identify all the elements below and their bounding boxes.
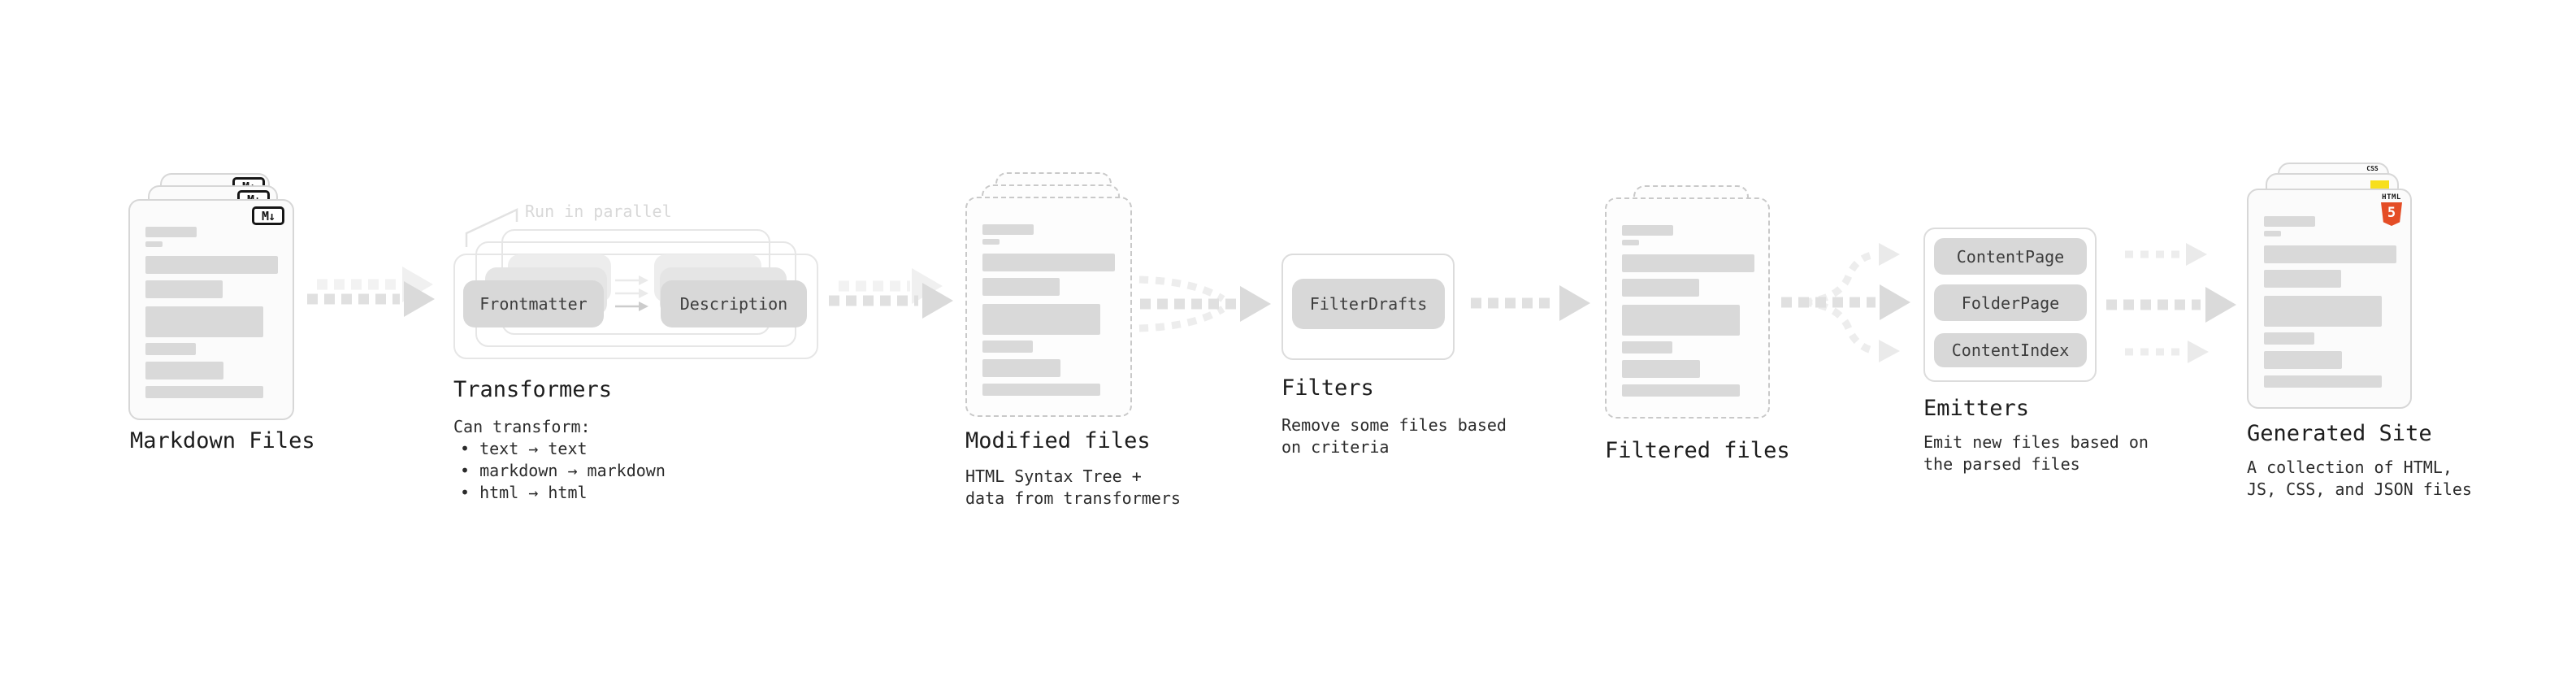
transformers-bullet-2: • markdown → markdown xyxy=(460,461,666,480)
modified-files-desc: HTML Syntax Tree + data from transformer… xyxy=(965,466,1181,508)
run-in-parallel-note: Run in parallel xyxy=(525,202,672,221)
html5-shield: 5 xyxy=(2381,202,2402,226)
arrow-modified-to-filters-merge xyxy=(1138,275,1271,332)
frontmatter-box: Frontmatter xyxy=(463,280,604,327)
contentpage-box: ContentPage xyxy=(1934,238,2087,275)
transformers-bullet-3: • html → html xyxy=(460,483,588,502)
arrows-emitters-to-generated xyxy=(2106,243,2236,363)
transformers-title: Transformers xyxy=(453,377,613,402)
transformers-frame-front xyxy=(453,254,818,359)
filters-title: Filters xyxy=(1281,375,1374,401)
description-label: Description xyxy=(679,294,788,314)
filterdrafts-label: FilterDrafts xyxy=(1309,294,1428,314)
run-in-parallel-connector xyxy=(465,208,518,247)
contentindex-box: ContentIndex xyxy=(1934,333,2087,367)
arrow-transformers-to-modified xyxy=(829,268,953,319)
transformers-desc-heading: Can transform: xyxy=(453,417,591,436)
html5-label: HTML xyxy=(2382,193,2401,202)
generated-card-html: HTML 5 xyxy=(2247,189,2412,409)
emitters-desc: Emit new files based on the parsed files xyxy=(1923,432,2149,474)
modified-files-title: Modified files xyxy=(965,428,1151,453)
js-file-icon xyxy=(2370,180,2389,190)
arrows-frontmatter-to-description xyxy=(615,275,648,311)
css-label: CSS xyxy=(2366,165,2379,172)
transformers-bullet-1: • text → text xyxy=(460,439,588,458)
filtered-file-card-front xyxy=(1605,197,1770,419)
frontmatter-label: Frontmatter xyxy=(479,294,588,314)
filters-desc: Remove some files based on criteria xyxy=(1281,415,1507,457)
modified-file-card-front xyxy=(965,197,1132,417)
markdown-icon: M↓ xyxy=(252,206,284,225)
html5-icon: HTML 5 xyxy=(2379,193,2404,226)
folderpage-box: FolderPage xyxy=(1934,284,2087,321)
generated-site-title: Generated Site xyxy=(2247,421,2432,446)
arrow-filters-to-filtered xyxy=(1471,285,1590,321)
description-box: Description xyxy=(661,280,807,327)
markdown-file-card-front: M↓ xyxy=(128,199,294,420)
emitters-title: Emitters xyxy=(1923,396,2030,421)
folderpage-label: FolderPage xyxy=(1961,293,2060,313)
arrow-filtered-to-emitters-split xyxy=(1781,243,1910,362)
generated-site-desc: A collection of HTML, JS, CSS, and JSON … xyxy=(2247,458,2472,499)
contentpage-label: ContentPage xyxy=(1956,246,2065,267)
contentindex-label: ContentIndex xyxy=(1951,340,2070,360)
arrow-markdown-to-transformers xyxy=(307,267,435,317)
filterdrafts-box: FilterDrafts xyxy=(1292,279,1445,329)
emitters-frame: ContentPage FolderPage ContentIndex xyxy=(1923,228,2097,382)
filters-frame: FilterDrafts xyxy=(1281,254,1455,360)
markdown-files-title: Markdown Files xyxy=(130,428,315,453)
filtered-files-title: Filtered files xyxy=(1605,438,1790,463)
